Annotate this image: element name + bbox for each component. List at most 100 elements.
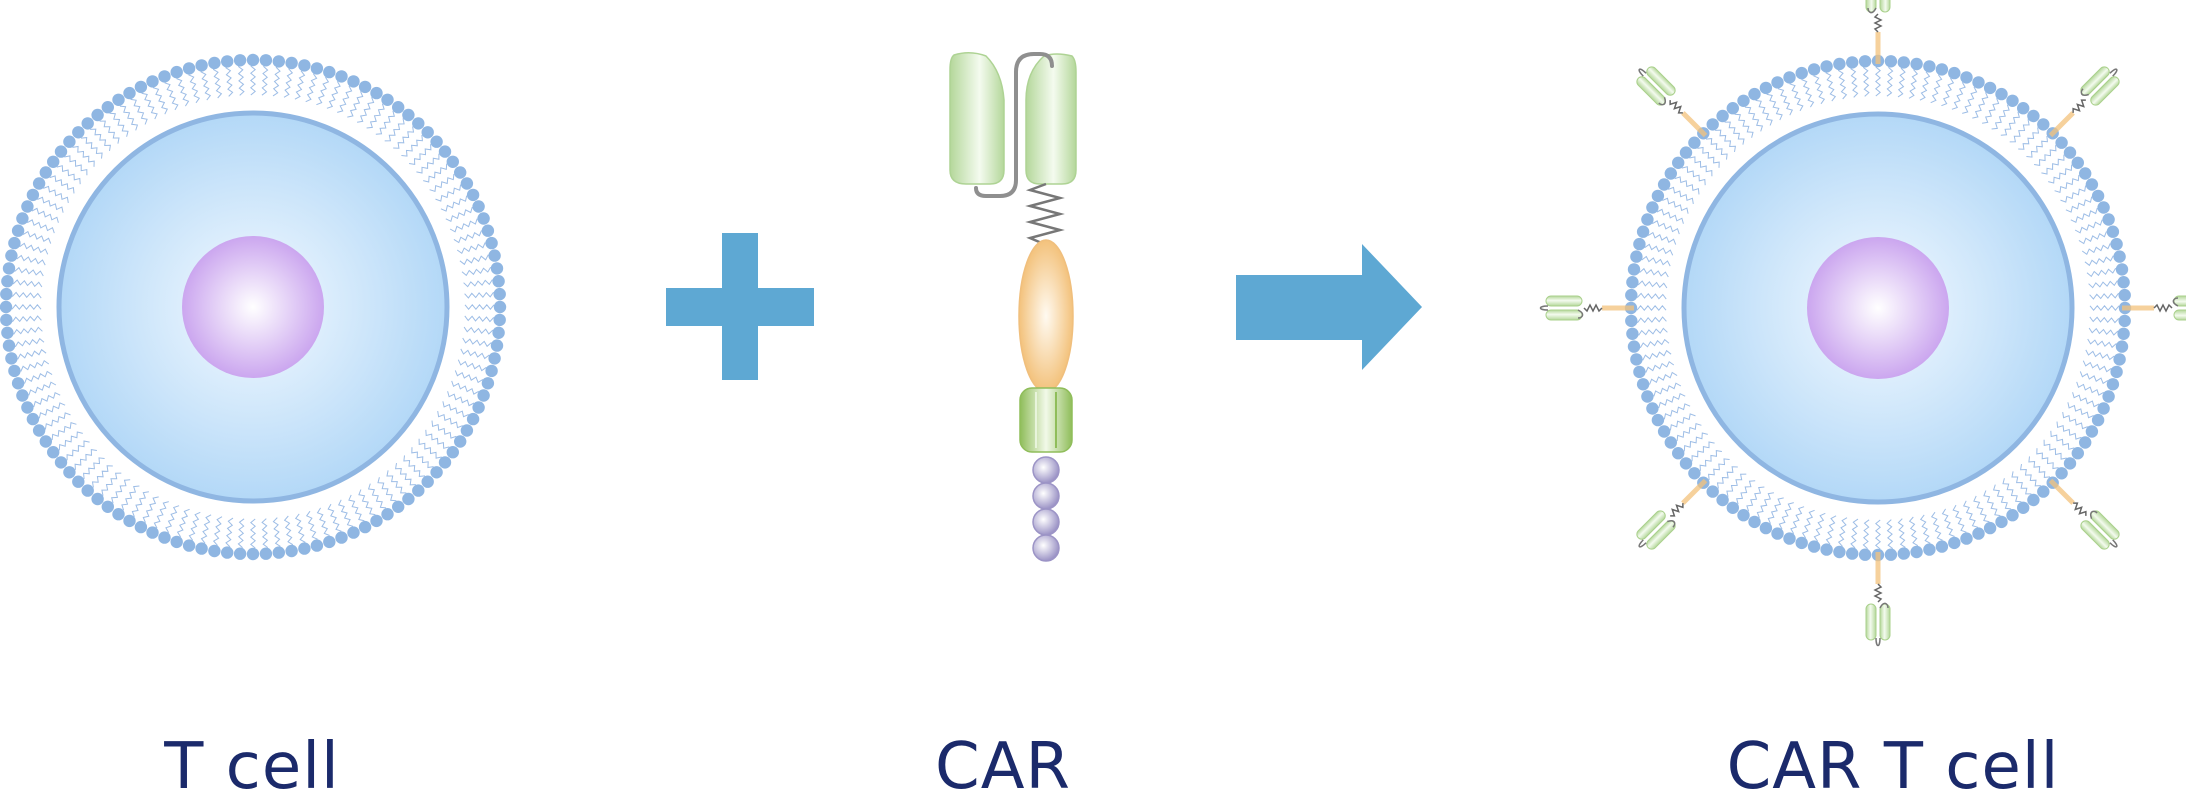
lipid-head <box>1885 549 1897 561</box>
lipid-tail <box>1909 70 1917 99</box>
lipid-tail <box>251 519 255 548</box>
lipid-tail <box>2079 231 2107 243</box>
lipid-head <box>2086 425 2098 437</box>
lipid-head <box>482 225 494 237</box>
lipid-head <box>2110 366 2122 378</box>
lipid-tail <box>385 118 404 141</box>
lipid-tail <box>423 164 447 182</box>
lipid-tail <box>1778 89 1792 116</box>
lipid-head <box>0 288 12 300</box>
lipid-tail <box>452 381 479 394</box>
lipid-head <box>247 548 259 560</box>
lipid-tail <box>32 208 59 222</box>
lipid-head <box>27 413 39 425</box>
lipid-head <box>195 542 207 554</box>
lipid-head <box>1771 527 1783 539</box>
lipid-tail <box>1953 505 1966 532</box>
lipid-tail <box>2082 244 2110 255</box>
lipid-head <box>1637 226 1649 238</box>
lipid-head <box>347 75 359 87</box>
lipid-head <box>491 339 503 351</box>
lipid-tail <box>2068 402 2094 417</box>
lipid-tail <box>318 508 330 536</box>
lipid-head <box>392 101 404 113</box>
lipid-tail <box>2071 208 2098 222</box>
lipid-head <box>2092 414 2104 426</box>
lipid-head <box>335 531 347 543</box>
lipid-tail <box>1700 451 1722 471</box>
lipid-head <box>439 456 451 468</box>
lipid-head <box>472 401 484 413</box>
lipid-tail <box>189 75 200 103</box>
lipid-head <box>171 66 183 78</box>
lipid-tail <box>1668 187 1693 204</box>
lipid-head <box>2027 110 2039 122</box>
lipid-tail <box>1637 317 1666 323</box>
lipid-tail <box>460 255 488 265</box>
lipid-head <box>447 156 459 168</box>
lipid-tail <box>1737 481 1756 505</box>
lipid-head <box>1665 436 1677 448</box>
lipid-head <box>146 75 158 87</box>
lipid-head <box>123 87 135 99</box>
lipid-tail <box>1827 516 1837 544</box>
lipid-tail <box>2088 339 2117 347</box>
lipid-tail <box>273 67 280 96</box>
lipid-tail <box>1962 87 1976 114</box>
lipid-head <box>2107 226 2119 238</box>
lipid-head <box>2055 467 2067 479</box>
lipid-head <box>1652 190 1664 202</box>
lipid-head <box>1630 353 1642 365</box>
lipid-tail <box>454 230 482 242</box>
lipid-tail <box>1735 114 1753 138</box>
car-t-cell-nucleus <box>1807 237 1949 379</box>
lipid-tail <box>1932 512 1943 540</box>
lipid-tail <box>463 338 492 346</box>
lipid-tail <box>1839 518 1847 547</box>
lipid-head <box>1820 543 1832 555</box>
lipid-tail <box>14 327 43 334</box>
lipid-head <box>135 81 147 93</box>
lipid-tail <box>81 138 102 159</box>
lipid-head <box>488 249 500 261</box>
lipid-tail <box>213 69 221 98</box>
lipid-head <box>491 262 503 274</box>
lipid-tail <box>438 411 463 428</box>
lipid-tail <box>251 66 255 95</box>
lipid-tail <box>1637 293 1666 299</box>
lipid-tail <box>1684 433 1708 451</box>
lipid-head <box>16 389 28 401</box>
lipid-tail <box>43 186 68 203</box>
lipid-head <box>1936 63 1948 75</box>
car-receptor-mini <box>2122 296 2186 320</box>
lipid-head <box>195 59 207 71</box>
lipid-head <box>467 413 479 425</box>
lipid-head <box>1625 289 1637 301</box>
lipid-head <box>1625 315 1637 327</box>
lipid-tail <box>110 113 128 137</box>
lipid-head <box>1972 527 1984 539</box>
lipid-tail <box>1941 78 1953 106</box>
lipid-head <box>1995 88 2007 100</box>
signaling-bead <box>1033 509 1059 535</box>
lipid-head <box>0 301 12 313</box>
lipid-tail <box>226 68 233 97</box>
lipid-tail <box>1640 269 1669 277</box>
lipid-head <box>298 59 310 71</box>
lipid-tail <box>34 393 61 407</box>
lipid-tail <box>347 91 362 117</box>
lipid-tail <box>464 280 493 287</box>
lipid-head <box>347 526 359 538</box>
lipid-head <box>402 493 414 505</box>
lipid-tail <box>1648 233 1676 245</box>
lipid-head <box>5 249 17 261</box>
lipid-tail <box>1643 351 1671 361</box>
lipid-head <box>430 466 442 478</box>
lipid-tail <box>23 232 51 244</box>
lipid-head <box>21 200 33 212</box>
lipid-tail <box>2051 431 2075 450</box>
lipid-tail <box>166 506 179 533</box>
lipid-head <box>221 546 233 558</box>
lipid-head <box>1637 378 1649 390</box>
lipid-head <box>2117 276 2129 288</box>
